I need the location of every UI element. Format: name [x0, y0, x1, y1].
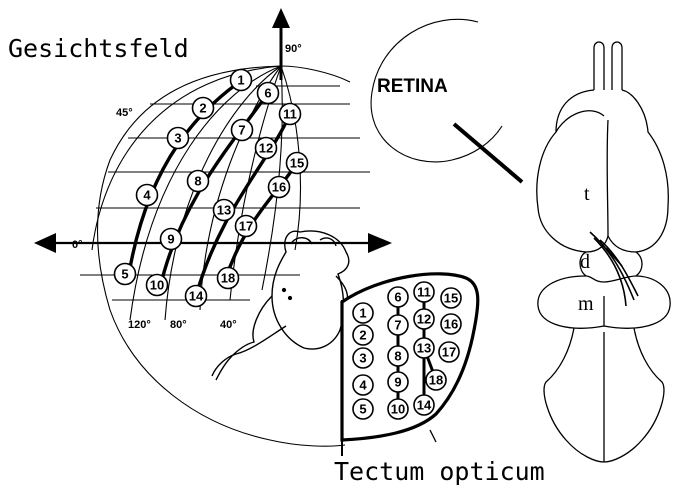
tectum-point-number-13: 13 — [417, 341, 431, 356]
brain-outline — [537, 42, 670, 462]
label-45-degrees: 45° — [116, 107, 133, 119]
field-point-number-3: 3 — [174, 131, 181, 146]
brain-label-m: m — [578, 293, 594, 315]
tectum-point-number-7: 7 — [394, 318, 401, 333]
label-120-degrees: 120° — [128, 319, 151, 331]
field-point-number-18: 18 — [221, 271, 235, 286]
globe-outline — [98, 66, 345, 446]
optic-nerve-fibers — [590, 232, 638, 306]
visual-field-title: Gesichtsfeld — [8, 34, 189, 63]
field-point-number-7: 7 — [238, 123, 245, 138]
field-point-number-13: 13 — [217, 203, 231, 218]
visual-field-globe — [80, 66, 370, 446]
field-point-number-11: 11 — [283, 107, 297, 122]
tectum-point-number-8: 8 — [394, 349, 401, 364]
tectum-point-number-9: 9 — [394, 375, 401, 390]
tectum-point-number-18: 18 — [429, 373, 443, 388]
field-point-number-10: 10 — [150, 278, 164, 293]
label-0-degrees: 0° — [72, 239, 83, 251]
tectum-point-number-17: 17 — [442, 345, 456, 360]
field-point-number-15: 15 — [290, 156, 304, 171]
field-point-number-16: 16 — [272, 180, 286, 195]
toad-drawing — [212, 231, 356, 380]
label-80-degrees: 80° — [170, 319, 187, 331]
tectum-point-number-15: 15 — [444, 291, 458, 306]
retina-label: RETINA — [377, 76, 448, 97]
retina-disc — [371, 19, 522, 182]
tectum-title: Tectum opticum — [334, 457, 545, 485]
field-point-number-5: 5 — [121, 267, 128, 282]
field-point-number-1: 1 — [237, 73, 244, 88]
label-90-degrees: 90° — [285, 43, 302, 55]
field-point-number-8: 8 — [194, 174, 201, 189]
field-point-number-2: 2 — [199, 101, 206, 116]
tectum-point-number-3: 3 — [359, 351, 366, 366]
field-point-number-14: 14 — [189, 289, 204, 304]
tectum-point-number-12: 12 — [417, 312, 431, 327]
tectum-point-number-5: 5 — [359, 402, 366, 417]
tectum-point-number-14: 14 — [417, 398, 432, 413]
brain-label-t: t — [584, 183, 590, 205]
tectum-point-number-10: 10 — [391, 402, 405, 417]
brain-label-d: d — [580, 251, 590, 273]
tectum-point-number-1: 1 — [359, 306, 366, 321]
tectum-point-number-11: 11 — [417, 285, 431, 300]
field-point-number-6: 6 — [264, 86, 271, 101]
tectum-point-number-4: 4 — [359, 378, 367, 393]
field-point-number-12: 12 — [259, 141, 273, 156]
globe-rim — [281, 66, 350, 82]
tectum-point-number-6: 6 — [394, 290, 401, 305]
tectum-point-number-16: 16 — [444, 317, 458, 332]
tectum-point-number-2: 2 — [359, 328, 366, 343]
field-point-number-9: 9 — [167, 232, 174, 247]
field-point-number-17: 17 — [239, 219, 253, 234]
label-40-degrees: 40° — [220, 319, 237, 331]
field-point-number-4: 4 — [143, 188, 151, 203]
